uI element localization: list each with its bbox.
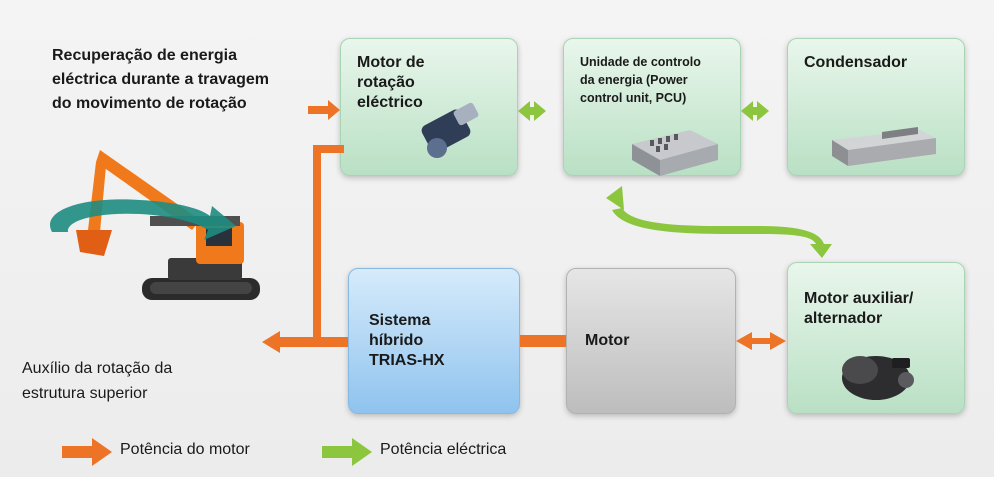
- pcu-line-3: control unit, PCU): [580, 91, 687, 105]
- swing-motor-label: Motor de rotação eléctrico: [357, 53, 425, 113]
- swing-motor-line-2: rotação: [357, 74, 415, 91]
- assist-motor-label: Motor auxiliar/ alternador: [804, 289, 913, 329]
- assist-motor-line-1: Motor auxiliar/: [804, 290, 914, 307]
- swing-pcu-arrow: [518, 101, 546, 121]
- hybrid-system-box: Sistema híbrido TRIAS-HX: [348, 268, 520, 414]
- pcu-image: [632, 130, 718, 176]
- pcu-assist-curve: [612, 208, 832, 258]
- assist-line-1: Auxílio da rotação da: [22, 360, 173, 377]
- intro-line-1: Recuperação de energia: [52, 47, 237, 64]
- legend-electric-power-label: Potência eléctrica: [380, 441, 507, 458]
- swing-connector: [313, 145, 344, 346]
- pcu-capacitor-arrow: [741, 101, 769, 121]
- engine-label: Motor: [585, 332, 630, 349]
- motor-power-flows: [62, 100, 786, 466]
- hybrid-line-2: híbrido: [369, 332, 424, 349]
- intro-text: Recuperação de energia eléctrica durante…: [52, 44, 269, 116]
- pcu-assist-curve-head: [606, 186, 624, 210]
- swing-motor-image: [421, 102, 479, 158]
- rotation-arrow-icon: [50, 199, 236, 240]
- swing-motor-box: Motor de rotação eléctrico: [340, 38, 518, 176]
- hybrid-system-label: Sistema híbrido TRIAS-HX: [369, 311, 445, 371]
- pcu-line-2: da energia (Power: [580, 73, 688, 87]
- swing-motor-line-3: eléctrico: [357, 94, 423, 111]
- legend-motor-power-arrow: [62, 438, 112, 466]
- engine-assist-arrow: [736, 332, 786, 350]
- assist-arrow: [262, 331, 348, 353]
- hybrid-line-3: TRIAS-HX: [369, 352, 445, 369]
- pcu-line-1: Unidade de controlo: [580, 55, 701, 69]
- assist-text: Auxílio da rotação da estrutura superior: [22, 356, 172, 406]
- legend-electric-power-arrow: [322, 438, 372, 466]
- pcu-label: Unidade de controlo da energia (Power co…: [580, 53, 701, 107]
- hybrid-line-1: Sistema: [369, 312, 431, 329]
- intro-line-3: do movimento de rotação: [52, 95, 247, 112]
- engine-box: Motor: [566, 268, 736, 414]
- swing-motor-line-1: Motor de: [357, 54, 425, 71]
- hybrid-engine-link: [520, 335, 566, 347]
- intro-line-2: eléctrica durante a travagem: [52, 71, 269, 88]
- capacitor-image: [832, 127, 936, 166]
- assist-line-2: estrutura superior: [22, 385, 148, 402]
- electric-power-flows: [322, 101, 832, 466]
- capacitor-label: Condensador: [804, 54, 908, 71]
- assist-motor-line-2: alternador: [804, 310, 883, 327]
- recovery-arrow: [308, 100, 340, 120]
- assist-motor-image: [842, 356, 914, 400]
- legend-motor-power-label: Potência do motor: [120, 441, 250, 458]
